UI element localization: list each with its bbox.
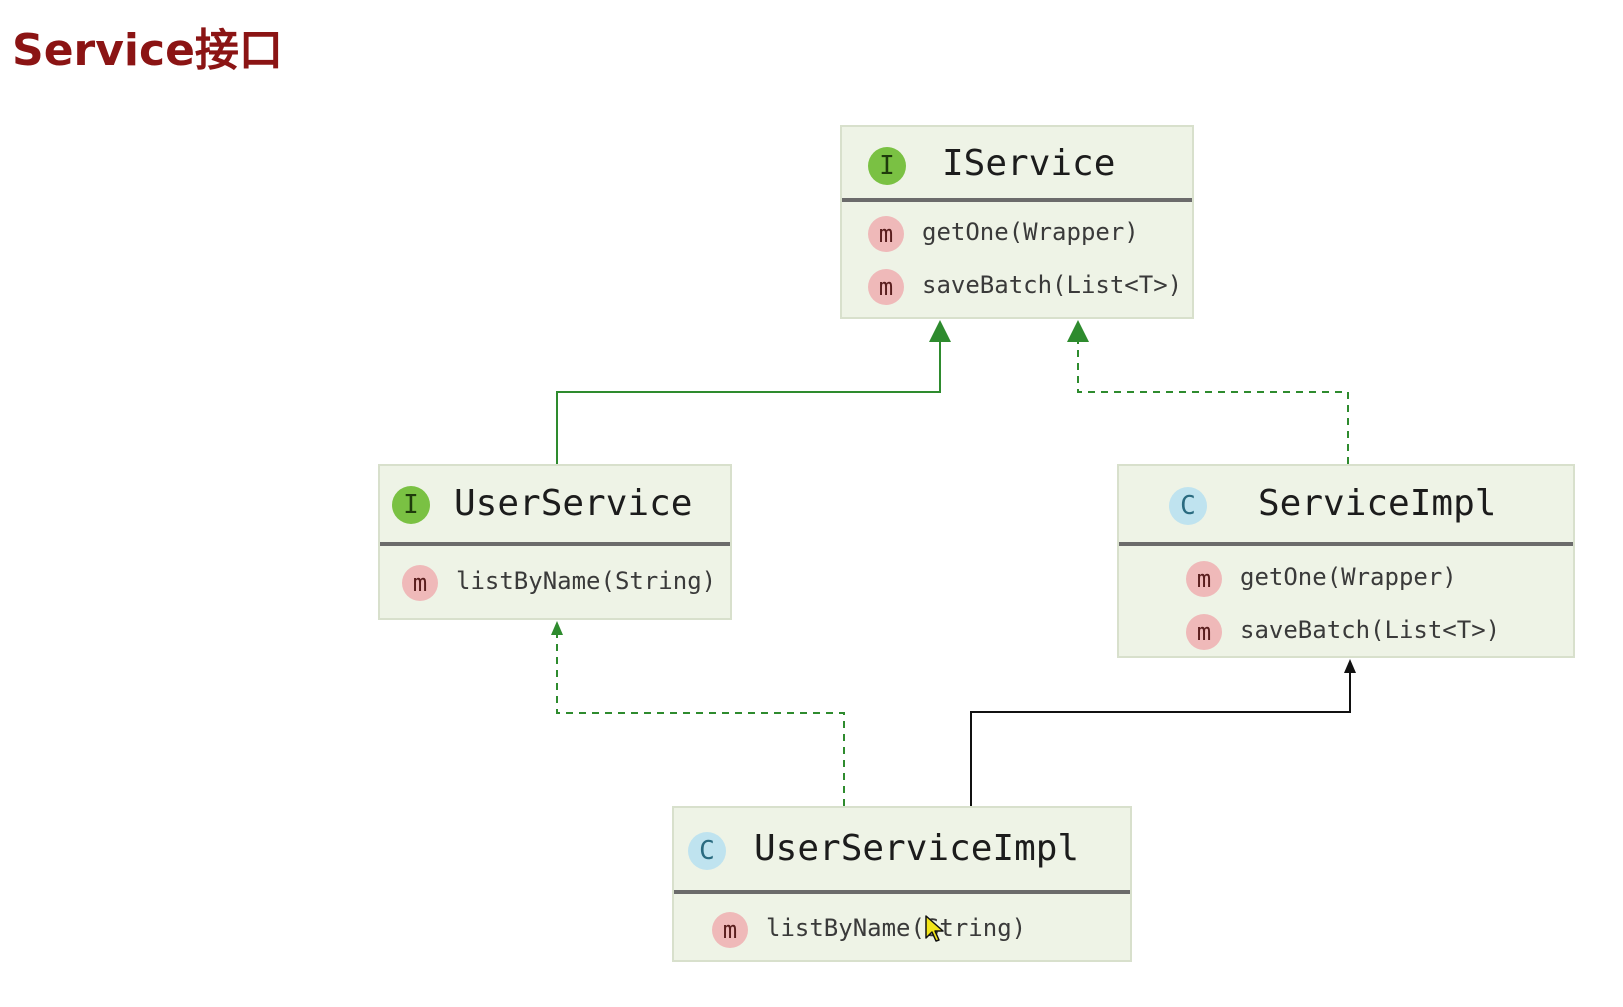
method-icon: m <box>402 565 438 601</box>
edge-serviceimpl-iservice-arrowhead <box>1067 320 1089 342</box>
edge-userservice-iservice <box>556 342 941 464</box>
class-name: ServiceImpl <box>1258 483 1497 524</box>
class-name: UserService <box>454 483 693 524</box>
edge-userservice-iservice-arrowhead <box>929 320 951 342</box>
method-icon: m <box>712 912 748 948</box>
method-signature: listByName(String) <box>766 914 1027 942</box>
interface-icon: I <box>392 486 430 524</box>
method-signature: getOne(Wrapper) <box>922 218 1139 246</box>
uml-header: I IService <box>842 127 1192 202</box>
edge-userserviceimpl-serviceimpl-arrowhead <box>1344 659 1356 673</box>
method-signature: saveBatch(List<T>) <box>1240 616 1501 644</box>
edge-userserviceimpl-serviceimpl <box>970 673 1351 806</box>
method-signature: getOne(Wrapper) <box>1240 563 1457 591</box>
method-icon: m <box>868 269 904 305</box>
method-icon: m <box>868 216 904 252</box>
class-icon: C <box>688 832 726 870</box>
method-signature: listByName(String) <box>456 567 717 595</box>
uml-class-userserviceimpl[interactable]: C UserServiceImpl m listByName(String) <box>672 806 1132 962</box>
method-icon: m <box>1186 614 1222 650</box>
edge-userserviceimpl-userservice-arrowhead <box>551 621 563 635</box>
class-name: UserServiceImpl <box>754 828 1080 869</box>
uml-interface-iservice[interactable]: I IService m getOne(Wrapper) m saveBatch… <box>840 125 1194 319</box>
edge-userserviceimpl-userservice <box>556 635 845 806</box>
uml-class-serviceimpl[interactable]: C ServiceImpl m getOne(Wrapper) m saveBa… <box>1117 464 1575 658</box>
interface-icon: I <box>868 147 906 185</box>
class-icon: C <box>1169 487 1207 525</box>
uml-header: I UserService <box>380 466 730 546</box>
edge-serviceimpl-iservice <box>1077 342 1349 464</box>
class-name: IService <box>942 143 1116 184</box>
method-icon: m <box>1186 561 1222 597</box>
uml-header: C UserServiceImpl <box>674 808 1130 894</box>
mouse-pointer-icon <box>925 915 944 942</box>
uml-header: C ServiceImpl <box>1119 466 1573 546</box>
uml-interface-userservice[interactable]: I UserService m listByName(String) <box>378 464 732 620</box>
method-signature: saveBatch(List<T>) <box>922 271 1183 299</box>
slide-title: Service接口 <box>12 25 283 76</box>
